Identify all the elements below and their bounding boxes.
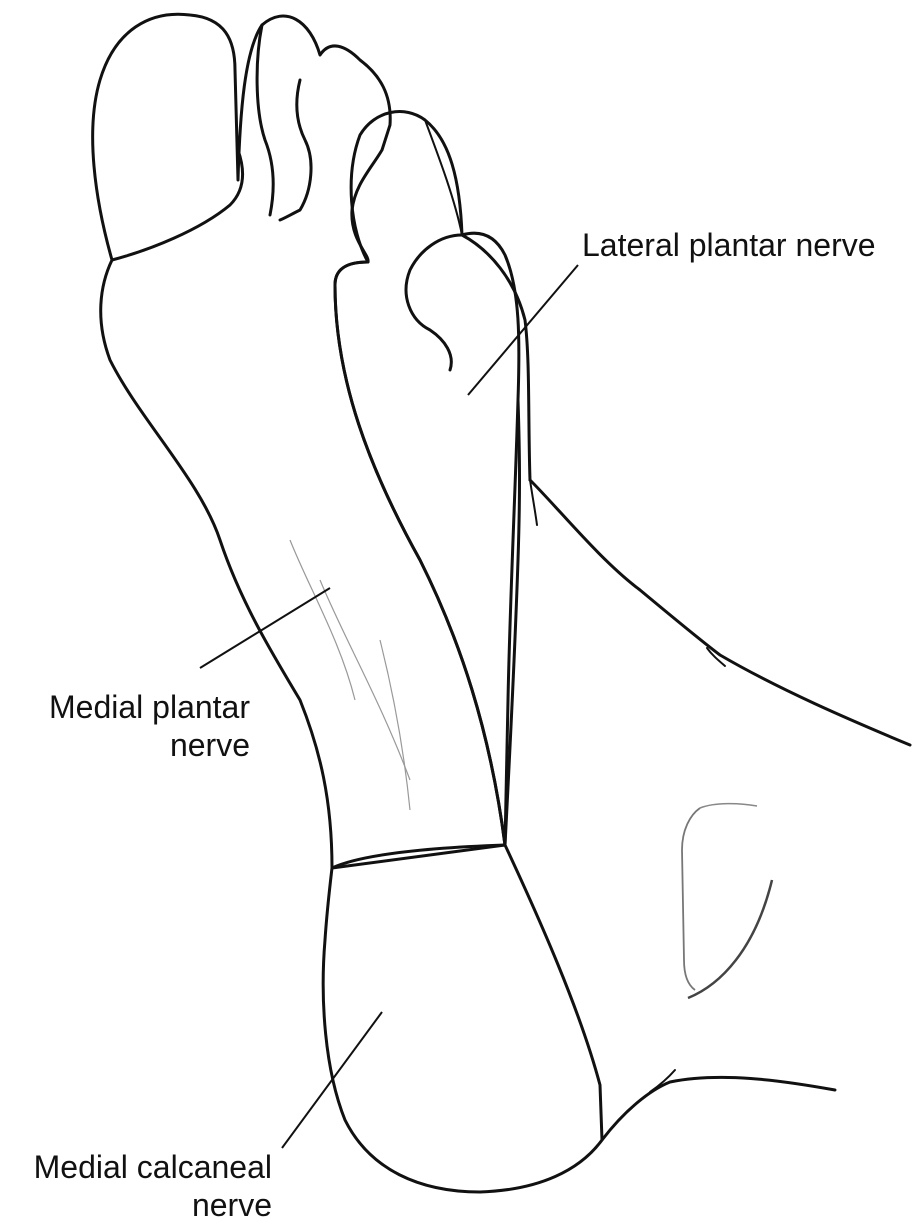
label-medial-plantar-line1: Medial plantar — [49, 689, 250, 725]
ankle-contour — [528, 478, 912, 747]
lateral-plantar-area — [333, 110, 521, 847]
label-medial-calcaneal-nerve: Medial calcaneal nerve — [6, 1148, 272, 1224]
fifth-toe-outline — [404, 233, 464, 372]
leader-lateral-plantar — [467, 264, 579, 396]
big-toe-outline — [110, 148, 244, 262]
ankle-crease-2 — [706, 647, 726, 667]
foot-outline — [460, 233, 912, 1142]
tendon-line-3 — [379, 639, 411, 811]
label-medial-plantar-nerve: Medial plantar nerve — [22, 688, 250, 764]
leader-medial-plantar — [199, 587, 331, 669]
label-medial-calcaneal-line2: nerve — [191, 1187, 272, 1223]
third-toe-outline — [278, 78, 313, 222]
label-lateral-plantar-line1: Lateral plantar nerve — [582, 227, 876, 263]
tendon-line-1 — [289, 539, 356, 701]
malleolus-top — [699, 802, 758, 809]
tendon-line-2 — [319, 579, 411, 781]
lateral-sole-edge — [503, 398, 521, 847]
leader-medial-calcaneal — [281, 1011, 383, 1149]
lateral-plantar-region — [333, 110, 521, 847]
achilles-crease — [649, 1069, 676, 1093]
label-medial-plantar-line2: nerve — [169, 727, 250, 763]
second-toe-outline — [255, 23, 275, 217]
fourth-toe-outline — [424, 119, 463, 236]
malleolus-shadow — [687, 879, 774, 1000]
label-medial-calcaneal-line1: Medial calcaneal — [33, 1149, 272, 1185]
lateral-foot-edge — [460, 233, 532, 482]
malleolus-sketch — [681, 807, 701, 991]
ankle-crease — [529, 479, 538, 526]
achilles-contour — [600, 1075, 837, 1142]
label-lateral-plantar-nerve: Lateral plantar nerve — [582, 226, 876, 264]
medial-calcaneal-region — [321, 843, 604, 1194]
medial-calcaneal-area — [321, 843, 604, 1194]
